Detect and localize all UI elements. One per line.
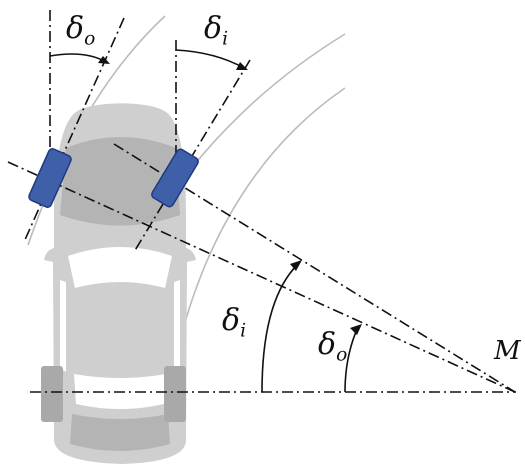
delta-i-mid-subscript: i <box>240 320 247 342</box>
arrowheads <box>98 56 362 335</box>
delta-i-top-arc <box>175 49 245 69</box>
delta-o-mid-label: δo <box>318 330 347 365</box>
delta-i-top-symbol: δ <box>204 11 223 46</box>
delta-i-mid-symbol: δ <box>222 303 241 338</box>
front-wheels <box>28 148 199 208</box>
delta-i-top-label: δi <box>204 14 228 49</box>
front-right-wheel <box>151 148 199 208</box>
delta-o-top-symbol: δ <box>66 11 85 46</box>
delta-o-mid-subscript: o <box>336 344 348 366</box>
rear-left-wheel <box>41 366 63 422</box>
delta-i-top-subscript: i <box>222 28 229 50</box>
delta-o-mid-symbol: δ <box>318 327 337 362</box>
rear-wheels <box>41 366 186 422</box>
delta-i-angle-arc <box>261 263 299 393</box>
delta-o-top-arrow <box>98 56 110 64</box>
windshield <box>68 247 172 288</box>
rear-trunk <box>70 414 170 451</box>
right-side-window <box>174 280 180 372</box>
delta-i-top-arrow <box>236 62 248 70</box>
delta-i-angle-arrow <box>290 260 302 271</box>
rear-wheel-path-arc <box>179 87 346 341</box>
rear-right-wheel <box>164 366 186 422</box>
delta-i-mid-label: δi <box>222 306 246 341</box>
turning-center-label: M <box>494 336 521 366</box>
car-front-cabin <box>60 137 180 226</box>
outer-wheel-radius-line <box>7 161 516 393</box>
delta-o-top-arc <box>49 53 107 63</box>
left-side-window <box>60 280 66 372</box>
front-left-wheel <box>28 148 72 208</box>
delta-o-angle-arrow <box>350 324 362 335</box>
delta-o-top-subscript: o <box>84 28 96 50</box>
delta-o-top-label: δo <box>66 14 95 49</box>
car-roof <box>72 287 168 372</box>
